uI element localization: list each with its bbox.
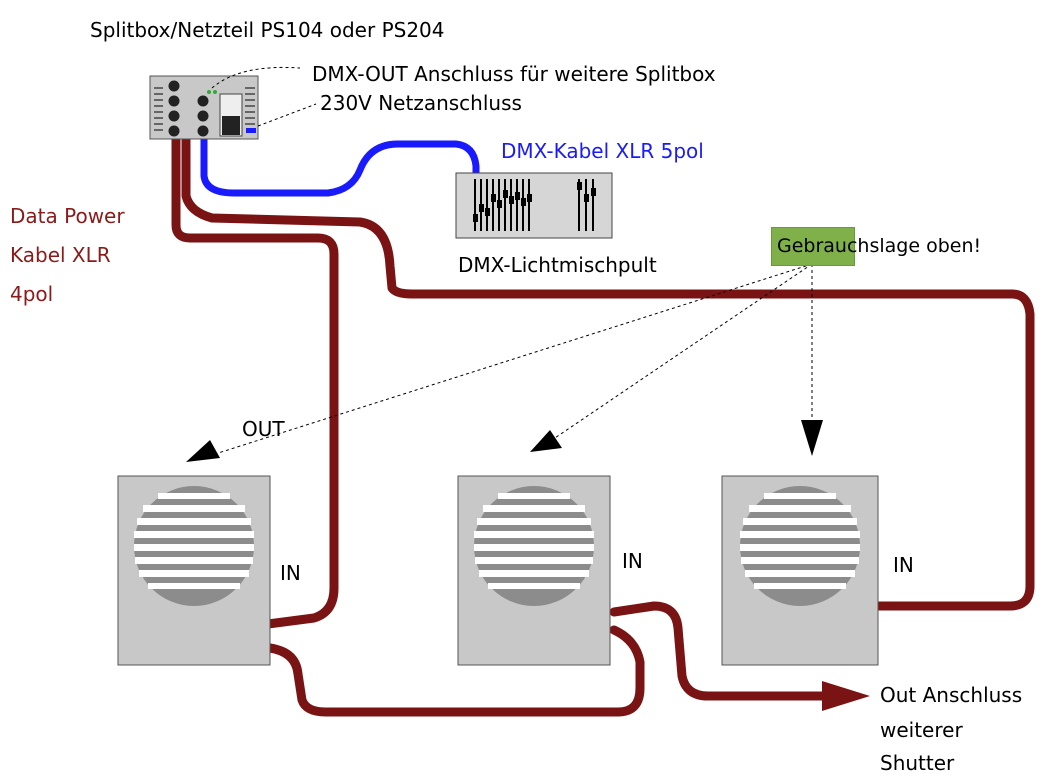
out-connector-label-line-3: Shutter — [880, 751, 955, 775]
out-arrow-icon — [822, 681, 870, 711]
out-connector-label-line-1: Out Anschluss — [880, 683, 1023, 707]
data-power-label-line-1: Data Power — [10, 204, 125, 228]
usage-note-text: Gebrauchslage oben! — [777, 235, 982, 257]
xlr-socket-icon — [168, 80, 180, 92]
mixer-label: DMX-Lichtmischpult — [458, 253, 657, 277]
in-label-shutter-2: IN — [622, 549, 643, 573]
usage-note-badge: Gebrauchslage oben! — [771, 227, 981, 266]
arrowhead-icon — [186, 440, 220, 462]
xlr-socket-icon — [168, 95, 180, 107]
out-label: OUT — [242, 417, 285, 441]
mains-label: 230V Netzanschluss — [320, 91, 522, 115]
arrowhead-icon — [801, 420, 823, 456]
shutter-1 — [117, 475, 271, 666]
usage-arrow-1 — [211, 263, 813, 456]
dmx-cable-label: DMX-Kabel XLR 5pol — [501, 139, 704, 163]
splitbox-title: Splitbox/Netzteil PS104 oder PS204 — [90, 18, 445, 42]
xlr-socket-icon — [168, 125, 180, 137]
shutter-2 — [457, 475, 611, 666]
shutter-3 — [721, 475, 879, 666]
xlr-socket-icon — [197, 125, 209, 137]
out-connector-label-line-2: weiterer — [880, 718, 963, 742]
leader-line-mains — [257, 103, 317, 127]
xlr-socket-icon — [197, 95, 209, 107]
dmx-cable — [200, 133, 480, 197]
in-label-shutter-3: IN — [893, 553, 914, 577]
leader-line-dmx-out — [211, 66, 301, 89]
in-label-shutter-1: IN — [280, 561, 301, 585]
arrowhead-icon — [530, 430, 562, 452]
xlr-socket-icon — [168, 110, 180, 122]
cable-splitbox-to-shutter-1 — [171, 130, 339, 629]
splitbox-device — [149, 75, 259, 140]
cable-shutter-1-to-shutter-2 — [265, 625, 645, 717]
data-power-label-line-3: 4pol — [10, 282, 54, 306]
data-power-label-line-2: Kabel XLR — [10, 243, 111, 267]
xlr-socket-icon — [197, 110, 209, 122]
dmx-mixer-device — [455, 172, 613, 239]
dmx-out-label: DMX-OUT Anschluss für weitere Splitbox — [312, 62, 716, 86]
cable-shutter-2-to-shutter-3 — [609, 601, 833, 701]
cable-splitbox-to-shutter-3 — [167, 94, 1035, 611]
